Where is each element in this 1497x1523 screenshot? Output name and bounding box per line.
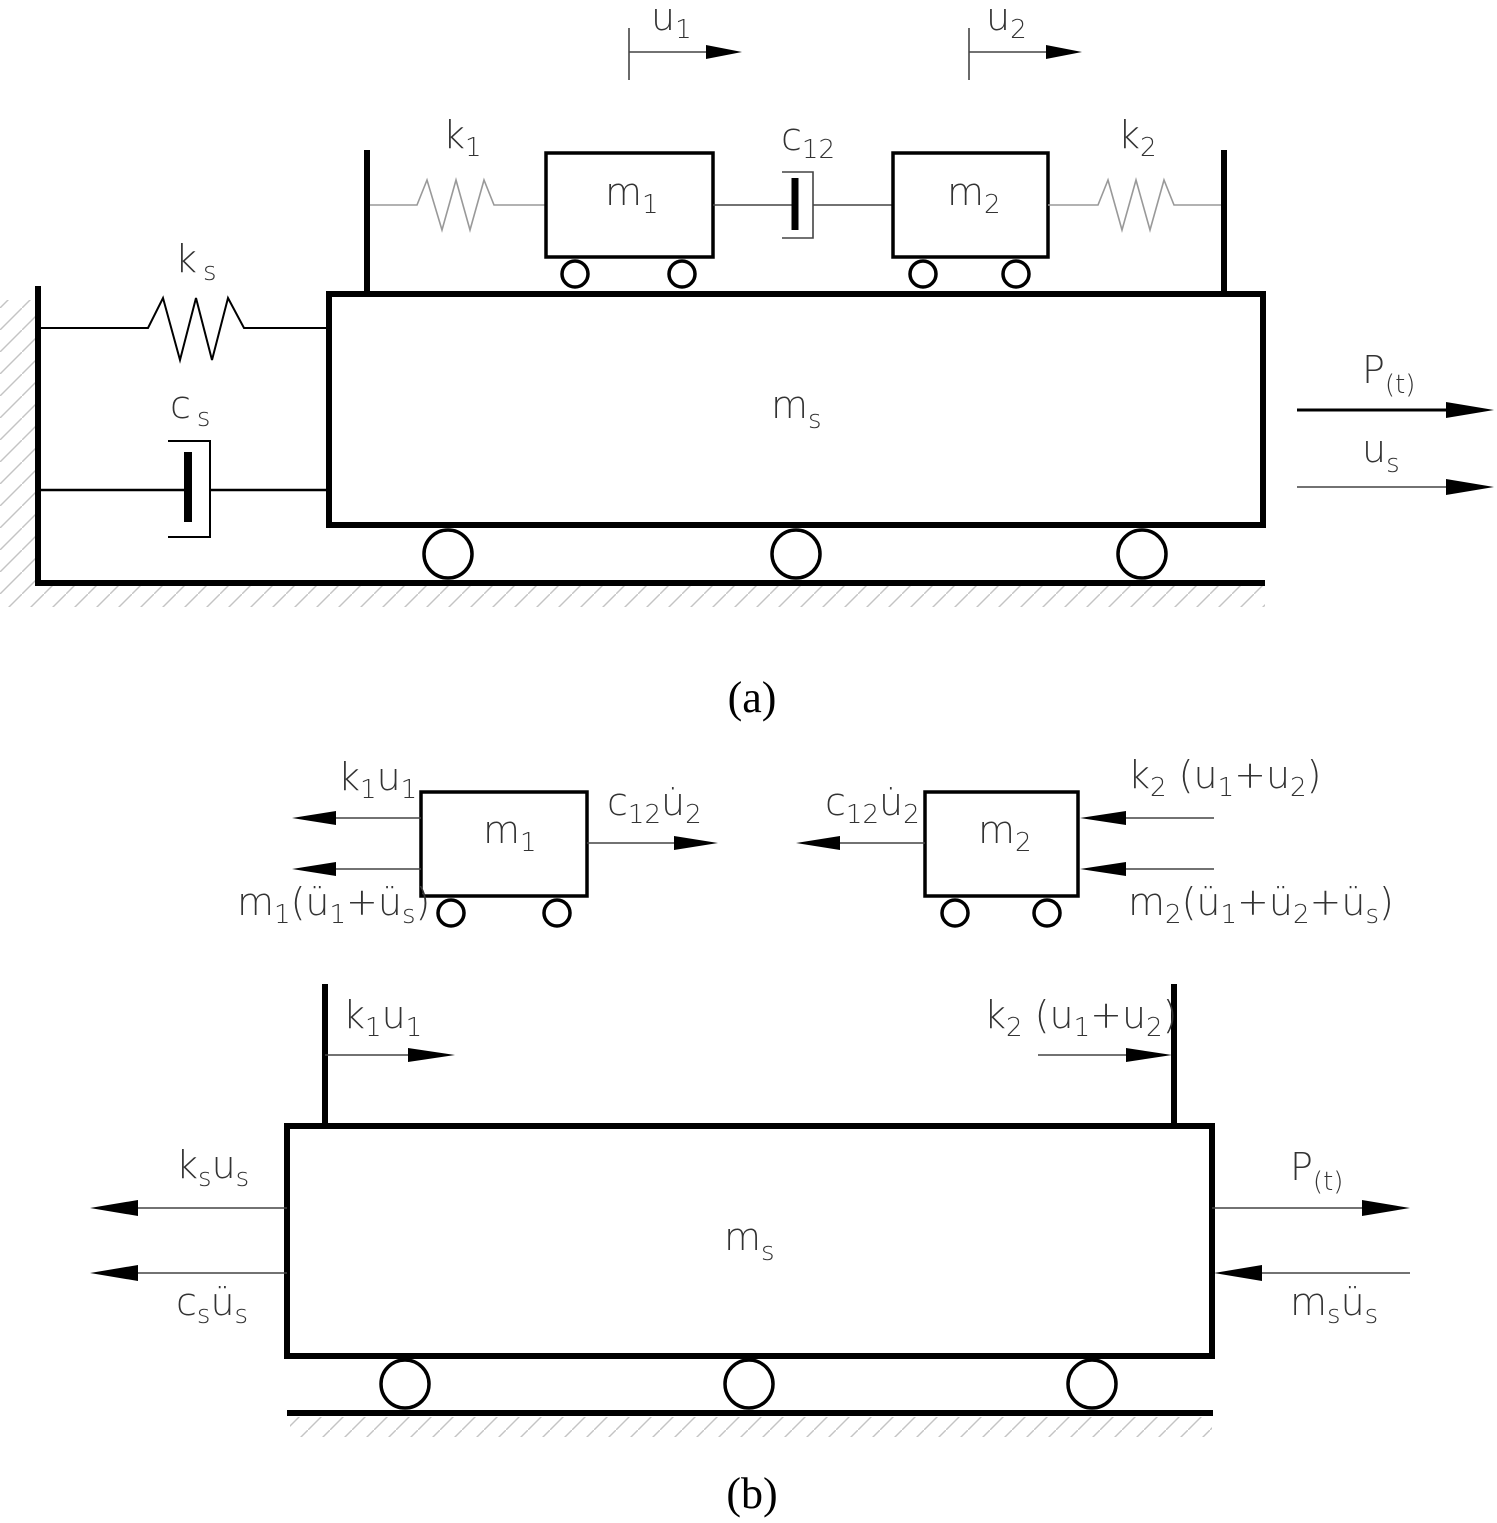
wheel-m2-b-1 bbox=[940, 898, 970, 928]
diagram-b: k1u1 m1 m1(ü1+üs) c12u̇2 c12u̇2 m2 k2 (u… bbox=[90, 753, 1410, 1518]
force-p-arrow-a bbox=[1297, 402, 1494, 418]
force-k2-arrow-m2 bbox=[1080, 811, 1214, 825]
mass-m1-b bbox=[419, 790, 589, 898]
wheel-m1-a-2 bbox=[667, 259, 697, 289]
label-c12u2-m2: c12u̇2 bbox=[825, 780, 920, 830]
ground-hatch-a bbox=[0, 585, 1265, 607]
mass-ms-a bbox=[326, 291, 1266, 528]
wheel-ms-a-1 bbox=[422, 528, 474, 580]
force-k1u1-arrow-m1 bbox=[292, 811, 421, 825]
label-m1-inertia: m1(ü1+üs) bbox=[237, 880, 430, 930]
wheel-m2-b-2 bbox=[1032, 898, 1062, 928]
label-u2: u2 bbox=[986, 0, 1027, 45]
label-m1-b: m1 bbox=[483, 808, 537, 858]
force-k2-arrow-ms bbox=[1038, 1048, 1172, 1062]
force-k1u1-arrow-ms bbox=[325, 1048, 455, 1062]
label-ms-b: ms bbox=[724, 1215, 775, 1267]
label-c12u2-m1: c12u̇2 bbox=[607, 780, 702, 830]
label-ksus: ksus bbox=[176, 1143, 249, 1193]
wheel-m1-a-1 bbox=[560, 259, 590, 289]
label-ms-a: ms bbox=[771, 383, 822, 435]
force-p-arrow-b bbox=[1212, 1200, 1410, 1216]
force-m2-inertia-arrow bbox=[1080, 862, 1214, 876]
wheel-ms-b-3 bbox=[1066, 1358, 1118, 1410]
wheel-ms-a-3 bbox=[1116, 528, 1168, 580]
force-ksus-arrow bbox=[90, 1200, 287, 1216]
label-k1u1-m1: k1u1 bbox=[338, 755, 417, 805]
label-c12: c12 bbox=[781, 115, 835, 165]
wheel-ms-b-1 bbox=[379, 1358, 431, 1410]
wheel-ms-a-2 bbox=[770, 528, 822, 580]
label-p-a: P(t) bbox=[1362, 348, 1415, 400]
label-m2-a: m2 bbox=[947, 170, 1001, 220]
label-m2-b: m2 bbox=[978, 808, 1032, 858]
wheel-m2-a-1 bbox=[908, 259, 938, 289]
wall-hatch-a bbox=[0, 300, 36, 585]
wheel-ms-b-2 bbox=[723, 1358, 775, 1410]
force-c12-arrow-m1 bbox=[587, 836, 718, 850]
spring-k2 bbox=[1048, 177, 1221, 233]
force-csus-arrow bbox=[90, 1265, 287, 1281]
label-u1: u1 bbox=[651, 0, 692, 45]
force-m1-inertia-arrow bbox=[292, 862, 421, 876]
label-m1-a: m1 bbox=[605, 170, 659, 220]
mass-m2-b bbox=[923, 790, 1080, 898]
damper-cs bbox=[40, 440, 328, 538]
label-k1u1-ms: k1u1 bbox=[343, 993, 422, 1043]
displacement-u1-arrow bbox=[628, 28, 742, 80]
spring-ks bbox=[40, 295, 328, 364]
wheel-m1-b-2 bbox=[542, 898, 572, 928]
ground-hatch-b bbox=[290, 1417, 1212, 1437]
displacement-u2-arrow bbox=[968, 28, 1082, 80]
wheel-m2-a-2 bbox=[1001, 259, 1031, 289]
label-k1: k1 bbox=[443, 113, 482, 163]
force-msus-arrow bbox=[1214, 1265, 1410, 1281]
mass-ms-b bbox=[284, 1123, 1215, 1359]
wheel-m1-b-1 bbox=[436, 898, 466, 928]
label-csus: csüs bbox=[176, 1280, 248, 1330]
spring-k1 bbox=[370, 177, 546, 233]
force-c12-arrow-m2 bbox=[796, 836, 925, 850]
caption-a: (a) bbox=[728, 673, 777, 722]
damper-c12 bbox=[713, 171, 893, 239]
label-k2: k2 bbox=[1118, 113, 1157, 163]
label-p-b: P(t) bbox=[1290, 1145, 1343, 1197]
label-us: us bbox=[1362, 427, 1400, 479]
caption-b: (b) bbox=[726, 1469, 777, 1518]
label-k2-force-m2: k2 (u1+u2) bbox=[1128, 753, 1321, 803]
displacement-us-arrow bbox=[1297, 479, 1494, 495]
label-msus: msüs bbox=[1290, 1280, 1378, 1330]
label-k2-force-ms: k2 (u1+u2) bbox=[984, 993, 1177, 1043]
label-m2-inertia: m2(ü1+ü2+üs) bbox=[1128, 880, 1394, 930]
